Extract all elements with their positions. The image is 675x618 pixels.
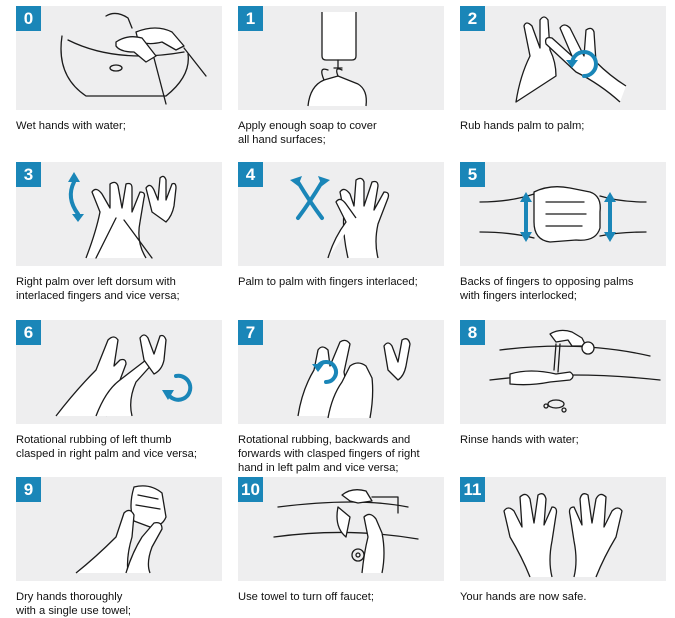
step-2: 2 Rub hands palm to palm; <box>460 6 666 133</box>
step-11: 11 Your hands are now safe. <box>460 477 666 604</box>
step-caption: Wet hands with water; <box>16 120 126 132</box>
rinse-hands-icon <box>489 329 661 413</box>
step-caption: Backs of fingers to opposing palms with … <box>460 276 634 302</box>
step-number: 0 <box>16 6 41 31</box>
fingers-interlaced-icon <box>290 176 390 259</box>
step-6: 6 Rotational rubbing of left thumb clasp… <box>16 320 222 461</box>
step-number: 4 <box>238 162 263 187</box>
step-caption: Rotational rubbing, backwards and forwar… <box>238 434 420 474</box>
step-7: 7 Rotational rubbing, backwards and forw… <box>238 320 444 475</box>
step-number: 6 <box>16 320 41 345</box>
palm-to-palm-icon <box>515 16 627 103</box>
step-number: 11 <box>460 477 485 502</box>
step-5: 5 Backs of fingers to opposing palms wit… <box>460 162 666 303</box>
step-panel: 10 <box>238 477 444 581</box>
step-caption: Palm to palm with fingers interlaced; <box>238 276 418 288</box>
turn-off-faucet-icon <box>273 489 419 574</box>
step-0: 0 Wet hands with water; <box>16 6 222 133</box>
step-panel: 11 <box>460 477 666 581</box>
towel-dry-icon <box>75 485 167 574</box>
step-panel: 4 <box>238 162 444 266</box>
soap-dispenser-icon <box>307 12 367 107</box>
step-number: 7 <box>238 320 263 345</box>
step-number: 5 <box>460 162 485 187</box>
step-10: 10 Use towel to turn off faucet; <box>238 477 444 604</box>
step-panel: 0 <box>16 6 222 110</box>
step-caption: Use towel to turn off faucet; <box>238 591 374 603</box>
step-3: 3 Right palm over left dorsum with inter… <box>16 162 222 303</box>
step-number: 10 <box>238 477 263 502</box>
step-1: 1 Apply enough soap to cover all hand su… <box>238 6 444 147</box>
step-number: 2 <box>460 6 485 31</box>
fingers-interlocked-icon <box>479 186 647 243</box>
step-caption: Rub hands palm to palm; <box>460 120 585 132</box>
step-number: 3 <box>16 162 41 187</box>
step-caption: Your hands are now safe. <box>460 591 587 603</box>
step-panel: 5 <box>460 162 666 266</box>
fingertip-rubbing-icon <box>297 338 411 419</box>
palm-over-dorsum-icon <box>68 172 177 259</box>
step-number: 1 <box>238 6 263 31</box>
step-caption: Rinse hands with water; <box>460 434 579 446</box>
step-9: 9 Dry hands thoroughly with a single use… <box>16 477 222 618</box>
thumb-rubbing-icon <box>55 334 193 417</box>
step-panel: 8 <box>460 320 666 424</box>
step-panel: 2 <box>460 6 666 110</box>
step-caption: Dry hands thoroughly with a single use t… <box>16 591 132 617</box>
step-caption: Right palm over left dorsum with interla… <box>16 276 180 302</box>
step-panel: 1 <box>238 6 444 110</box>
step-number: 8 <box>460 320 485 345</box>
step-panel: 6 <box>16 320 222 424</box>
safe-hands-icon <box>503 493 623 578</box>
step-number: 9 <box>16 477 41 502</box>
step-panel: 3 <box>16 162 222 266</box>
step-4: 4 Palm to palm with fingers interlaced; <box>238 162 444 289</box>
step-8: 8 Rinse hands with water; <box>460 320 666 447</box>
wet-hands-icon <box>60 12 207 105</box>
step-caption: Rotational rubbing of left thumb clasped… <box>16 434 197 460</box>
step-panel: 7 <box>238 320 444 424</box>
step-panel: 9 <box>16 477 222 581</box>
step-caption: Apply enough soap to cover all hand surf… <box>238 120 377 146</box>
